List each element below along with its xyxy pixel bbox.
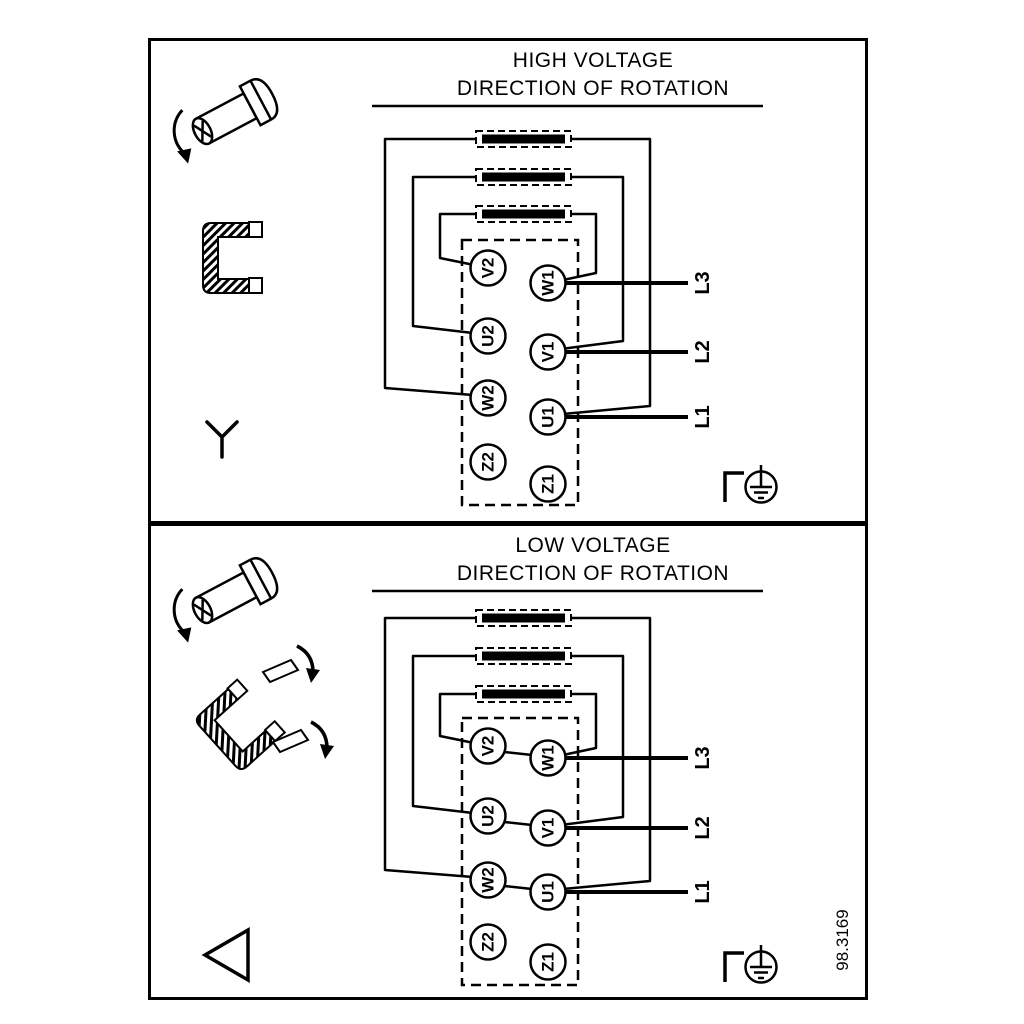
terminal-block [460, 238, 580, 507]
panel-divider [148, 521, 868, 526]
line-label-l3: L3 [692, 271, 714, 294]
terminal-label-w1: W1 [539, 270, 558, 296]
terminal-label-u1: U1 [539, 881, 558, 903]
terminal-u1 [529, 398, 567, 436]
loose-link-plate [261, 658, 300, 684]
terminal-label-w2: W2 [479, 867, 498, 893]
move-arrowhead [306, 668, 320, 683]
panel-title-line2: DIRECTION OF ROTATION [457, 562, 729, 585]
terminal-link-bracket-moved-icon [195, 644, 334, 771]
rotation-arrowhead [177, 148, 192, 164]
line-label-l2: L2 [692, 340, 714, 363]
terminal-label-z1: Z1 [539, 952, 558, 972]
terminal-label-w2: W2 [479, 385, 498, 411]
supply-lines [565, 281, 688, 419]
terminal-label-z2: Z2 [479, 452, 498, 472]
loose-link-plate [271, 728, 310, 754]
terminal-w1 [529, 739, 567, 777]
terminal-block [460, 716, 580, 987]
panel-title-line1: LOW VOLTAGE [515, 534, 670, 557]
screw-with-rotation-arrow-icon [172, 77, 279, 164]
terminal-z1 [529, 943, 567, 981]
terminal-label-z1: Z1 [539, 474, 558, 494]
line-label-l2: L2 [692, 816, 714, 839]
terminal-v1 [529, 809, 567, 847]
high-voltage-panel: HIGH VOLTAGE DIRECTION OF ROTATION [172, 49, 778, 507]
terminal-label-v1: V1 [539, 342, 558, 363]
winding-wires [383, 137, 652, 416]
supply-lines [565, 756, 688, 894]
terminal-u1 [529, 873, 567, 911]
terminal-label-u1: U1 [539, 406, 558, 428]
terminal-label-z2: Z2 [479, 932, 498, 952]
terminal-w2 [469, 379, 507, 417]
terminal-z2 [469, 923, 507, 961]
terminal-label-u2: U2 [479, 805, 498, 827]
terminal-v2 [469, 249, 507, 287]
terminal-label-v2: V2 [479, 736, 498, 757]
terminals: V2 U2 W2 Z2 W1 V1 U1 Z1 [469, 727, 567, 981]
terminals: V2 U2 W2 Z2 W1 V1 U1 Z1 [469, 249, 567, 503]
terminal-label-u2: U2 [479, 325, 498, 347]
terminal-u2 [469, 797, 507, 835]
terminal-w2 [469, 861, 507, 899]
terminal-v1 [529, 333, 567, 371]
panel-title-line2: DIRECTION OF ROTATION [457, 77, 729, 100]
panel-title-line1: HIGH VOLTAGE [513, 49, 673, 72]
jumper-link-bars [475, 609, 572, 703]
figure-number: 98.3169 [833, 909, 852, 970]
line-label-l1: L1 [692, 880, 714, 903]
terminal-z1 [529, 465, 567, 503]
line-label-l3: L3 [692, 746, 714, 769]
diagram-frame [148, 38, 868, 1000]
delta-connection-icon [201, 926, 250, 984]
rotation-arrowhead [177, 627, 192, 643]
line-label-l1: L1 [692, 405, 714, 428]
jumper-link-bars [475, 130, 572, 223]
terminal-w1 [529, 264, 567, 302]
earth-ground-icon [723, 465, 778, 504]
terminal-label-v1: V1 [539, 818, 558, 839]
star-connection-icon [205, 420, 239, 459]
winding-wires [383, 616, 652, 891]
move-arrowhead [320, 744, 334, 759]
terminal-u2 [469, 317, 507, 355]
terminal-v2 [469, 727, 507, 765]
low-voltage-panel: LOW VOLTAGE DIRECTION OF ROTATION [172, 534, 852, 987]
terminal-z2 [469, 443, 507, 481]
terminal-link-bracket-icon [202, 221, 263, 294]
screw-with-rotation-arrow-icon [172, 556, 279, 643]
terminal-label-w1: W1 [539, 745, 558, 771]
earth-ground-icon [723, 945, 778, 984]
terminal-label-v2: V2 [479, 258, 498, 279]
